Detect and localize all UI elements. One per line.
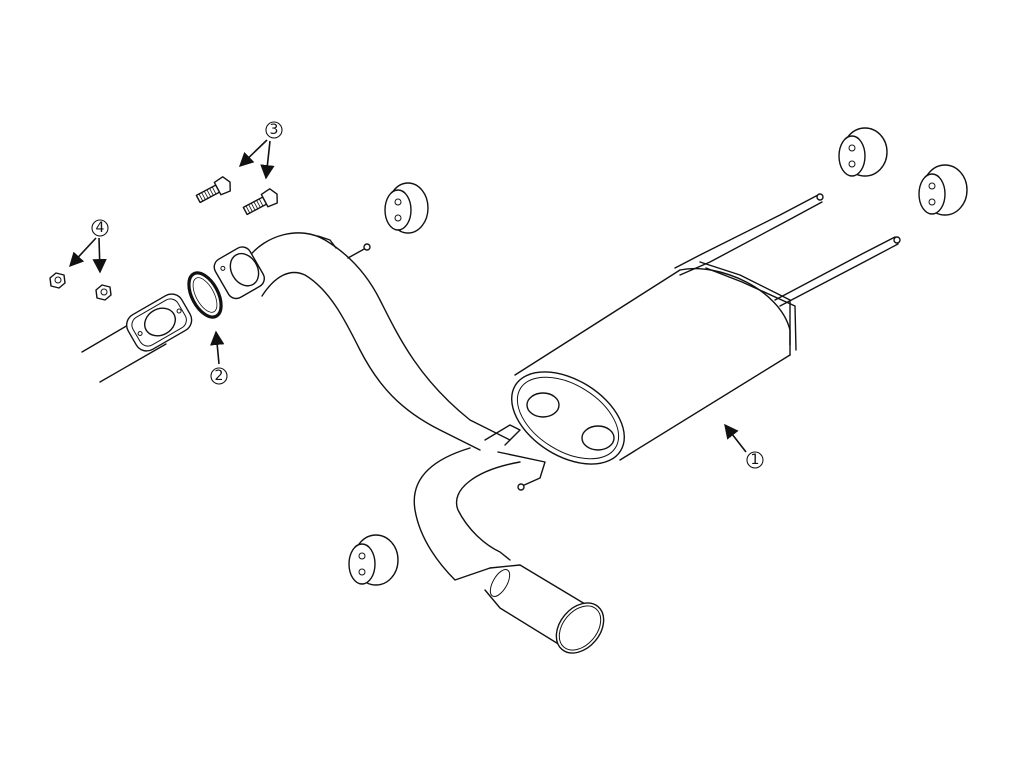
flange-bolts	[195, 176, 278, 216]
svg-text:2: 2	[215, 368, 224, 384]
gasket-ring	[187, 271, 223, 319]
callout-3: 3	[265, 121, 283, 139]
front-pipe	[81, 293, 193, 383]
callout-1: 1	[746, 451, 764, 469]
rubber-hangers	[348, 127, 968, 586]
intermediate-pipe	[213, 232, 521, 581]
rubber-hanger	[918, 164, 968, 216]
tailpipe-tip	[484, 564, 605, 654]
rubber-hanger	[384, 182, 429, 234]
svg-text:3: 3	[270, 122, 279, 138]
rubber-hanger	[838, 127, 888, 177]
svg-text:1: 1	[751, 452, 760, 468]
svg-text:4: 4	[96, 220, 105, 236]
hanger-brackets	[674, 193, 901, 351]
callout-2: 2	[210, 367, 228, 385]
front-pipe-flange	[125, 293, 193, 352]
callout-arrows	[69, 139, 747, 453]
muffler-body	[484, 268, 791, 491]
callout-4: 4	[91, 219, 109, 237]
rubber-hanger	[348, 534, 399, 586]
flange-nuts	[49, 272, 112, 301]
